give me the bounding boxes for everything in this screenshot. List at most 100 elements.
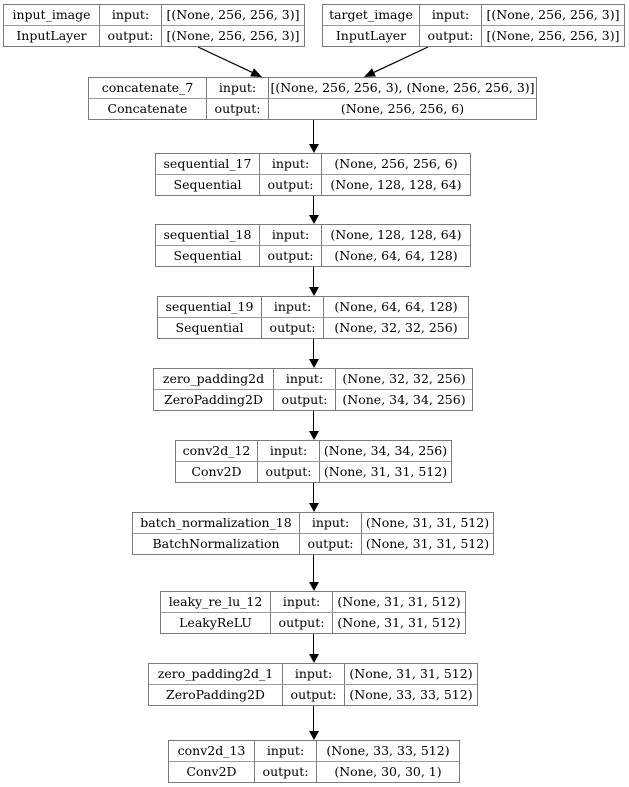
edge-connector: [313, 339, 314, 360]
layer-name: batch_normalization_18: [133, 513, 300, 533]
edge-connector: [313, 411, 314, 432]
edge-connector: [313, 555, 314, 583]
output-shape: (None, 31, 31, 512): [337, 614, 461, 630]
output-shape: (None, 30, 30, 1): [334, 763, 442, 779]
layer-class: BatchNormalization: [133, 534, 300, 554]
arrowhead-icon: [309, 144, 319, 153]
io-label-output: output:: [255, 762, 317, 782]
io-label-input: input:: [260, 154, 322, 174]
io-label-output: output:: [207, 99, 269, 119]
edge-connector: [313, 267, 314, 288]
layer-name: sequential_18: [156, 225, 260, 245]
arrowhead-icon: [309, 654, 319, 663]
io-label-input: input:: [274, 369, 336, 389]
output-shape: (None, 64, 64, 128): [334, 247, 458, 263]
output-shape: (None, 32, 32, 256): [334, 319, 458, 335]
layer-class: ZeroPadding2D: [149, 685, 283, 705]
output-shape: [(None, 256, 256, 3)]: [486, 27, 620, 43]
edge-connector: [313, 483, 314, 504]
layer-name: zero_padding2d: [154, 369, 274, 389]
input-shape: (None, 128, 128, 64): [330, 226, 462, 242]
layer-class: Sequential: [158, 318, 262, 338]
arrowhead-icon: [309, 215, 319, 224]
arrowhead-icon: [309, 731, 319, 740]
input-shape: (None, 256, 256, 6): [334, 155, 458, 171]
io-label-output: output:: [283, 685, 345, 705]
layer-class: Conv2D: [169, 762, 255, 782]
layer-class: Conv2D: [176, 462, 258, 482]
input-shape: (None, 32, 32, 256): [342, 370, 466, 386]
edge-connector: [313, 706, 314, 732]
io-label-output: output:: [420, 26, 482, 46]
io-label-input: input:: [271, 592, 333, 612]
arrowhead-icon: [309, 359, 319, 368]
output-shape: (None, 33, 33, 512): [349, 686, 473, 702]
output-shape: (None, 31, 31, 512): [365, 535, 490, 551]
io-label-output: output:: [271, 613, 333, 633]
input-shape: (None, 33, 33, 512): [326, 742, 450, 758]
io-label-output: output:: [300, 534, 362, 554]
io-label-input: input:: [420, 5, 482, 25]
edge-connector-diagonal: [197, 46, 262, 77]
edge-connector: [313, 120, 314, 145]
io-label-output: output:: [274, 390, 336, 410]
layer-name: concatenate_7: [89, 78, 207, 98]
io-label-input: input:: [262, 297, 324, 317]
input-shape: (None, 31, 31, 512): [365, 514, 490, 530]
layer-class: InputLayer: [4, 26, 100, 46]
output-shape: (None, 34, 34, 256): [342, 391, 466, 407]
output-shape: [(None, 256, 256, 3)]: [166, 27, 300, 43]
io-label-input: input:: [283, 664, 345, 684]
layer-class: LeakyReLU: [161, 613, 271, 633]
output-shape: (None, 256, 256, 6): [340, 100, 465, 116]
arrowhead-icon: [309, 503, 319, 512]
layer-name: conv2d_12: [176, 441, 258, 461]
io-label-output: output:: [258, 462, 320, 482]
io-label-input: input:: [100, 5, 162, 25]
layer-class: Sequential: [156, 175, 260, 195]
layer-name: zero_padding2d_1: [149, 664, 283, 684]
input-shape: (None, 31, 31, 512): [337, 593, 461, 609]
input-shape: [(None, 256, 256, 3)]: [486, 6, 620, 22]
io-label-output: output:: [100, 26, 162, 46]
layer-name: conv2d_13: [169, 741, 255, 761]
input-shape: (None, 64, 64, 128): [334, 298, 458, 314]
io-label-output: output:: [260, 175, 322, 195]
layer-name: sequential_19: [158, 297, 262, 317]
input-shape: (None, 31, 31, 512): [349, 665, 473, 681]
edge-connector: [313, 196, 314, 216]
layer-class: Concatenate: [89, 99, 207, 119]
io-label-input: input:: [255, 741, 317, 761]
input-shape: (None, 34, 34, 256): [323, 442, 448, 458]
io-label-input: input:: [258, 441, 320, 461]
io-label-input: input:: [207, 78, 269, 98]
layer-class: ZeroPadding2D: [154, 390, 274, 410]
